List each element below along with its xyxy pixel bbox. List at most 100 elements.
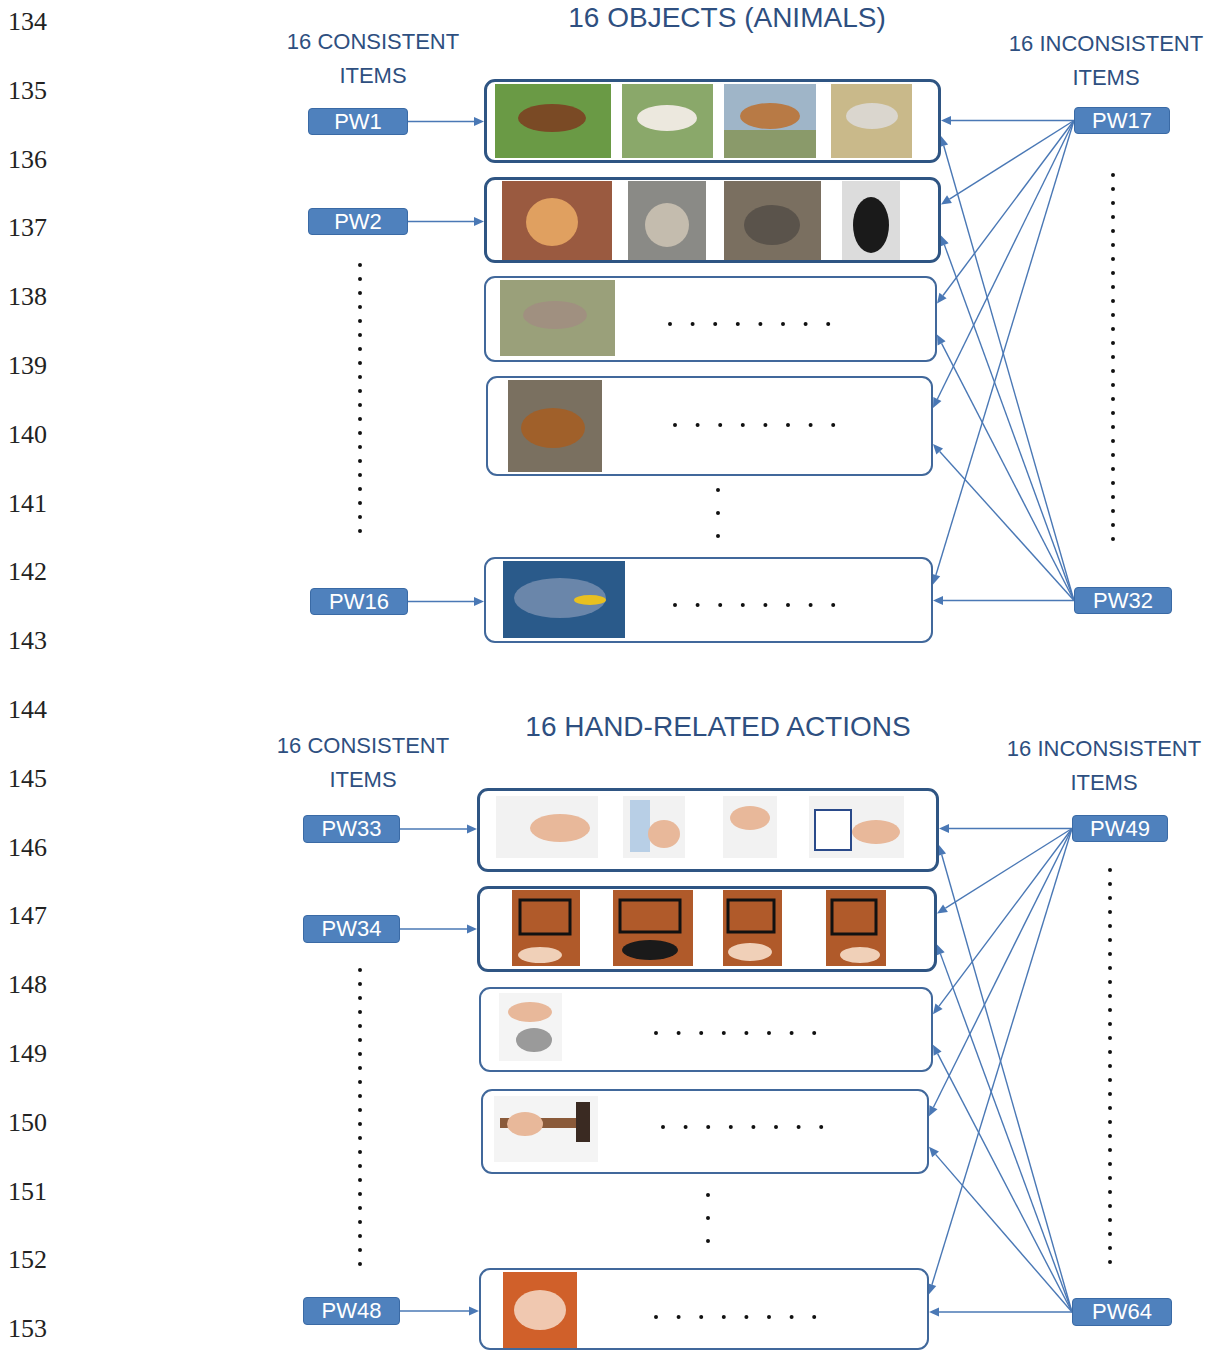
arrow-connector <box>936 944 1072 1312</box>
arrowhead <box>933 1003 943 1014</box>
pseudoword-box: PW34 <box>303 915 400 943</box>
photo <box>831 84 912 158</box>
photo <box>495 84 611 158</box>
connector-line <box>943 600 1074 601</box>
photo <box>744 205 800 245</box>
arrowhead <box>929 1105 937 1116</box>
pseudoword-label: PW32 <box>1093 590 1153 612</box>
connector-line <box>408 601 474 602</box>
connector-line <box>951 120 1074 121</box>
arrow-connector <box>929 1308 1072 1317</box>
photo <box>724 181 821 260</box>
arrow-connector <box>933 444 1074 601</box>
line-number: 145 <box>8 764 47 794</box>
arrow-connector <box>400 1307 479 1316</box>
connector-line <box>932 829 1072 1285</box>
line-number: 146 <box>8 833 47 863</box>
connector-line <box>945 829 1072 909</box>
arrowhead <box>933 397 941 408</box>
photo <box>620 900 680 932</box>
photo <box>622 940 678 960</box>
pseudoword-box: PW1 <box>308 108 408 135</box>
line-number: 148 <box>8 970 47 1000</box>
arrowhead <box>474 217 484 226</box>
arrow-connector <box>400 825 477 834</box>
picture-box <box>479 987 933 1072</box>
arrow-connector <box>408 597 484 606</box>
arrowhead <box>937 293 947 304</box>
line-number: 140 <box>8 420 47 450</box>
arrowhead <box>929 1308 939 1317</box>
column-header: 16 CONSISTENT ITEMS <box>268 25 478 93</box>
connector-line <box>408 221 474 222</box>
picture-box <box>477 886 937 972</box>
photo <box>630 800 650 852</box>
arrow-connector <box>928 829 1072 1295</box>
line-number: 143 <box>8 626 47 656</box>
photo <box>846 103 898 129</box>
section-title: 16 HAND-RELATED ACTIONS <box>525 711 910 743</box>
connector-line <box>940 451 1074 600</box>
photo <box>730 806 770 830</box>
connector-line <box>400 828 467 829</box>
arrowhead <box>929 1147 939 1158</box>
arrow-connector <box>939 136 1074 600</box>
connector-line <box>944 146 1074 601</box>
pseudoword-box: PW64 <box>1072 1298 1172 1326</box>
line-number: 142 <box>8 557 47 587</box>
photo <box>518 947 562 963</box>
arrow-connector <box>933 596 1074 605</box>
line-number: 152 <box>8 1245 47 1275</box>
photo <box>826 890 886 966</box>
column-header: 16 INCONSISTENT ITEMS <box>1001 27 1211 95</box>
pseudoword-label: PW49 <box>1090 818 1150 840</box>
photo <box>724 84 816 158</box>
line-number: 151 <box>8 1177 47 1207</box>
vertical-dots <box>708 490 718 1243</box>
pseudoword-label: PW34 <box>322 918 382 940</box>
photo <box>842 181 900 260</box>
line-number: 134 <box>8 7 47 37</box>
pseudoword-box: PW16 <box>310 588 408 615</box>
arrow-connector <box>939 824 1072 833</box>
photo <box>499 993 562 1061</box>
photo <box>503 561 625 638</box>
line-number: 139 <box>8 351 47 381</box>
photo <box>512 890 580 966</box>
photo <box>508 1002 552 1022</box>
connector-line <box>400 1310 469 1311</box>
arrowhead <box>474 117 484 126</box>
line-number: 147 <box>8 901 47 931</box>
arrow-connector <box>937 845 1072 1312</box>
photo <box>576 1102 590 1142</box>
photo <box>508 380 602 472</box>
arrowhead <box>936 944 944 955</box>
photo <box>648 820 680 848</box>
picture-box <box>484 79 941 163</box>
vertical-dots <box>360 175 1113 1265</box>
photo <box>723 796 777 858</box>
photo <box>523 301 587 329</box>
picture-box <box>477 788 939 872</box>
arrowhead <box>933 596 943 605</box>
line-number: 137 <box>8 213 47 243</box>
picture-box <box>486 376 933 476</box>
arrow-connector <box>933 829 1072 1015</box>
pseudoword-label: PW64 <box>1092 1301 1152 1323</box>
line-number: 149 <box>8 1039 47 1069</box>
photo <box>516 1028 552 1052</box>
arrowhead <box>933 1045 942 1056</box>
arrowhead <box>469 1307 479 1316</box>
arrowhead <box>467 825 477 834</box>
arrow-connector <box>937 829 1072 914</box>
photo <box>574 595 606 605</box>
line-number: 144 <box>8 695 47 725</box>
connector-line <box>942 343 1074 600</box>
pseudoword-label: PW33 <box>322 818 382 840</box>
photo <box>740 103 800 129</box>
photo <box>840 947 880 963</box>
picture-box <box>479 1268 929 1350</box>
pseudoword-box: PW17 <box>1074 107 1170 134</box>
photo <box>496 796 598 858</box>
